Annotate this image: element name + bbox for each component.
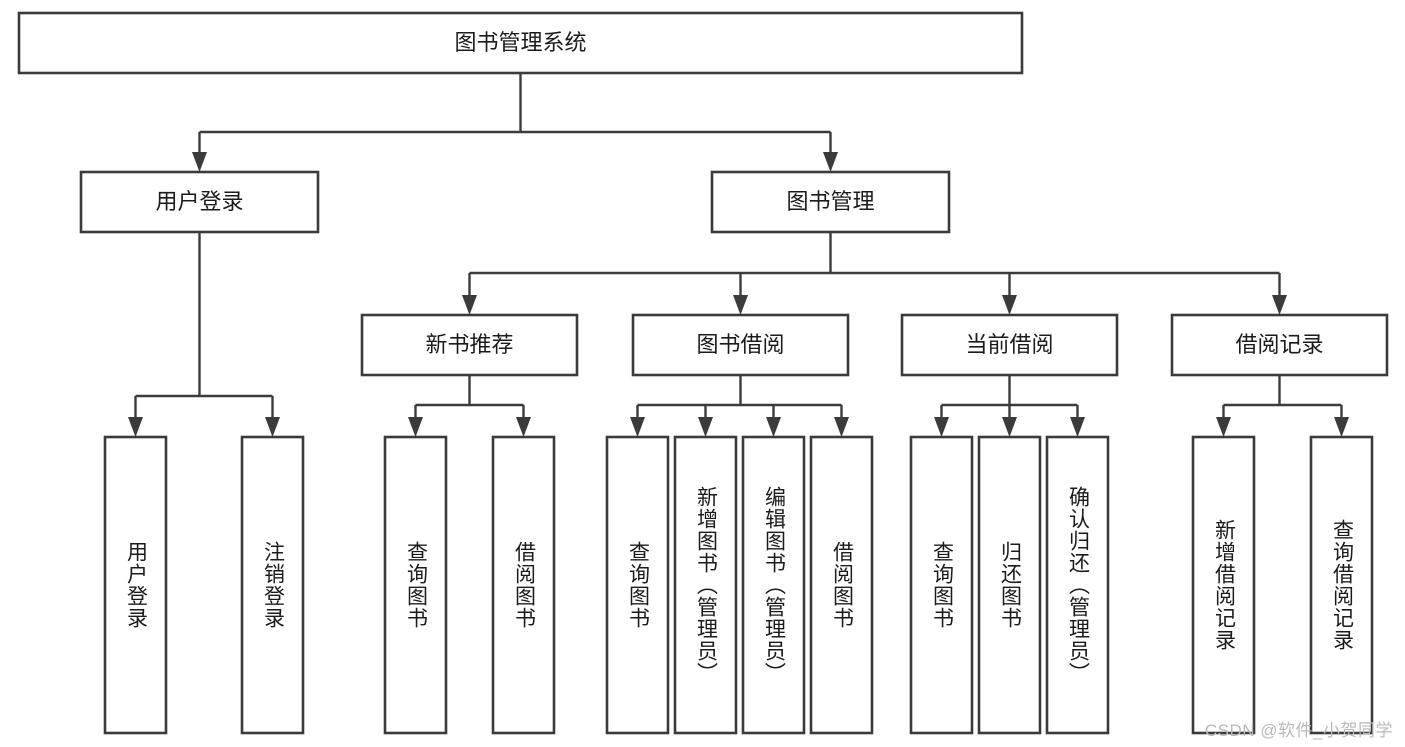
connector-current-borrow-to-leaves — [934, 375, 1085, 437]
node-root[interactable] — [17, 11, 1024, 75]
node-book-borrow-label: 图书借阅 — [696, 332, 784, 357]
connector-user-login-to-leaves — [128, 232, 280, 437]
leaf-box-current-borrow-0[interactable] — [909, 435, 974, 735]
node-current-borrow-label: 当前借阅 — [965, 332, 1053, 357]
connector-book-borrow-to-leaves — [630, 375, 849, 437]
leaf-box-current-borrow-1[interactable] — [977, 435, 1042, 735]
node-current-borrow[interactable] — [900, 313, 1119, 377]
leaf-box-book-borrow-3[interactable] — [809, 435, 874, 735]
connector-new-book-to-leaves — [408, 375, 531, 437]
node-user-login[interactable] — [79, 170, 320, 234]
leaf-box-user-login-0[interactable] — [103, 435, 168, 735]
leaf-box-book-borrow-0[interactable] — [605, 435, 670, 735]
leaf-box-book-borrow-1[interactable] — [673, 435, 738, 735]
node-book-management-label: 图书管理 — [786, 189, 874, 214]
node-root-label: 图书管理系统 — [454, 30, 586, 55]
node-user-login-label: 用户登录 — [155, 189, 243, 214]
node-new-book-recommend-label: 新书推荐 — [425, 332, 513, 357]
leaf-box-current-borrow-2[interactable] — [1045, 435, 1110, 735]
leaf-box-borrow-records-0[interactable] — [1191, 435, 1256, 735]
leaf-box-new-book-0[interactable] — [383, 435, 448, 735]
connector-borrow-records-to-leaves — [1216, 375, 1349, 437]
leaf-box-book-borrow-2[interactable] — [741, 435, 806, 735]
connector-book-mgmt-to-level3 — [462, 232, 1287, 315]
node-book-management[interactable] — [710, 170, 951, 234]
leaf-box-borrow-records-1[interactable] — [1309, 435, 1374, 735]
csdn-watermark: CSDN @软件_小贺同学 — [1204, 721, 1393, 740]
node-borrow-records[interactable] — [1170, 313, 1389, 377]
leaf-box-new-book-1[interactable] — [491, 435, 556, 735]
node-new-book-recommend[interactable] — [360, 313, 579, 377]
node-borrow-records-label: 借阅记录 — [1235, 332, 1323, 357]
node-book-borrow[interactable] — [631, 313, 850, 377]
connector-root-to-level2 — [192, 73, 838, 172]
leaf-box-user-login-1[interactable] — [240, 435, 305, 735]
